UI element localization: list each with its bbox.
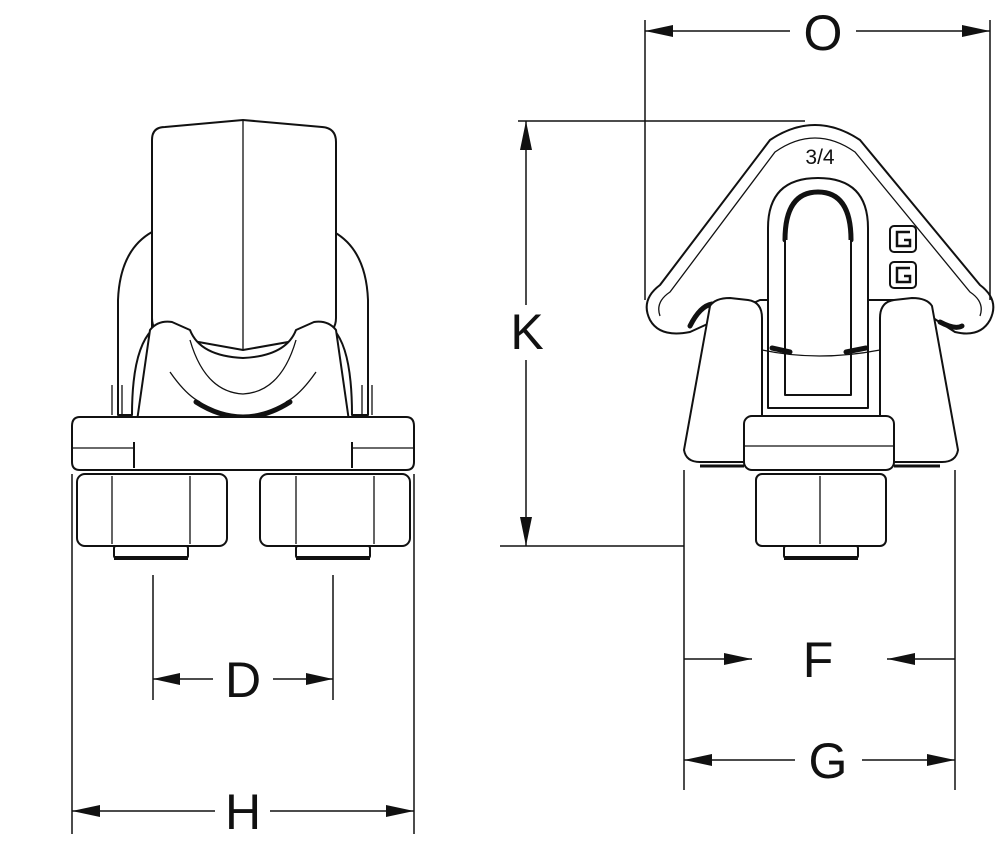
saddle-flange [71, 416, 415, 471]
dimension-label-g: G [809, 733, 848, 789]
dimension-f: F [683, 470, 956, 790]
dimension-label-h: H [225, 784, 261, 840]
left-nut [76, 473, 228, 560]
saddle-right-leg [879, 297, 959, 463]
right-nut [259, 473, 411, 560]
side-view: D H [71, 119, 415, 840]
dimension-d: D [152, 575, 334, 708]
front-flange [743, 415, 895, 471]
front-nut [755, 473, 887, 560]
u-bolt-top [151, 119, 337, 351]
dimension-g: G [684, 733, 955, 789]
size-marking: 3/4 [805, 146, 835, 169]
cg-logo-icon [889, 225, 917, 289]
front-view: 3/4 [500, 5, 995, 790]
dimension-label-d: D [225, 652, 261, 708]
dimension-h: H [71, 474, 415, 840]
dimension-label-o: O [804, 5, 843, 61]
dimension-k: K [500, 120, 805, 547]
dimension-label-k: K [510, 304, 543, 360]
saddle-left-leg [683, 297, 763, 463]
dimension-o: O [644, 5, 991, 300]
dimension-label-f: F [803, 632, 834, 688]
